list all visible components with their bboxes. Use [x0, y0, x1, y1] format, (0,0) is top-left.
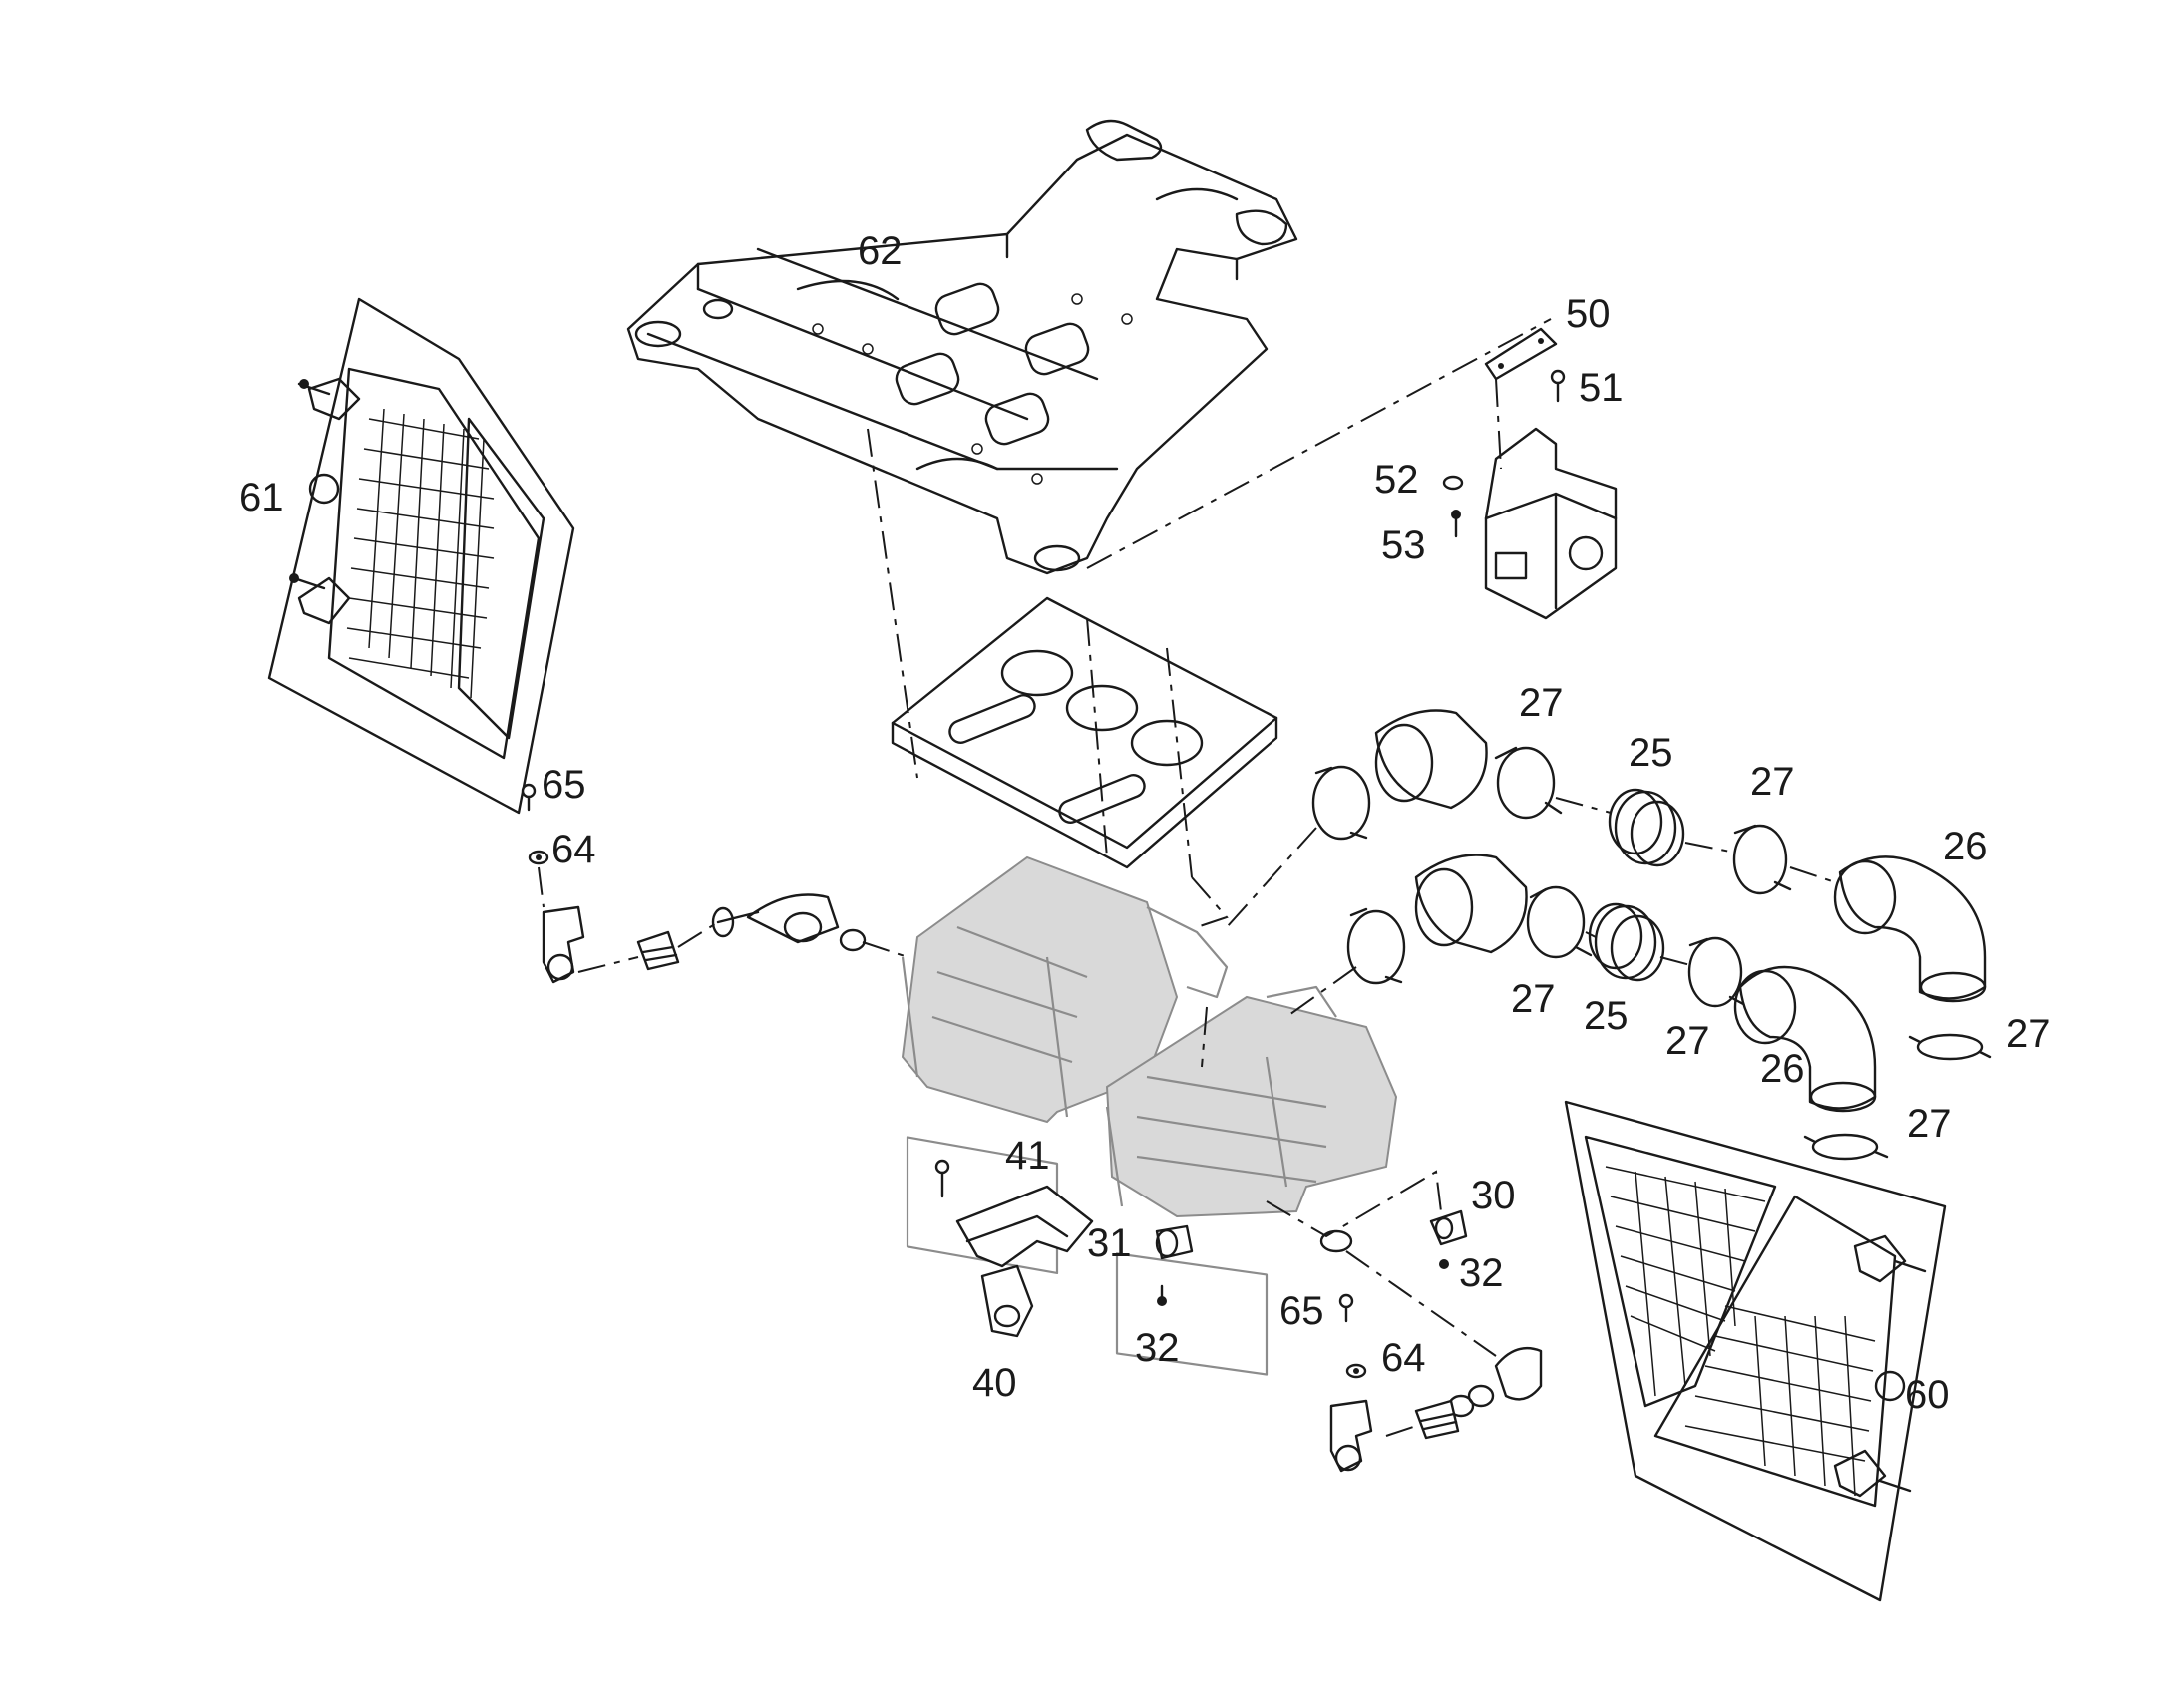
callout-26-a: 26 [1943, 825, 1988, 868]
part-53-bolt [1451, 510, 1461, 538]
callout-52: 52 [1374, 458, 1419, 502]
intake-elbow-lower [1414, 854, 1528, 954]
callout-50: 50 [1566, 292, 1611, 336]
clip-bracket-right [1329, 1399, 1373, 1473]
callout-41: 41 [1005, 1134, 1050, 1178]
air-filter-housing-right [1105, 985, 1398, 1376]
callout-32-left: 32 [1135, 1326, 1180, 1370]
callout-25-b: 25 [1584, 994, 1629, 1038]
part-64-washer-right [1345, 1363, 1367, 1379]
leader-frame-left [867, 428, 918, 779]
callout-27-d: 27 [1511, 977, 1556, 1021]
clamp-27-a [1494, 746, 1563, 820]
elbow-26-a [1833, 855, 1987, 1003]
leader-upper-chain [1555, 797, 1836, 883]
leader-upper-intake [1226, 827, 1317, 928]
leader-lower-chain [1585, 931, 1691, 966]
part-31-grommet [1155, 1224, 1194, 1260]
part-30-clip [1429, 1209, 1468, 1246]
leader-breather-right [1345, 1250, 1497, 1437]
part-40-mount-bracket [980, 1264, 1034, 1338]
part-41-shield-bracket [934, 1159, 1094, 1268]
clamp-27-c [1908, 1033, 1992, 1061]
part-60-right-grille-panel [1564, 1100, 1947, 1602]
honeycomb-left [346, 408, 495, 699]
leader-plate-right [1166, 647, 1193, 878]
callout-27-c: 27 [2006, 1012, 2051, 1056]
callout-40: 40 [972, 1361, 1017, 1405]
part-62-crossmember [626, 119, 1298, 575]
part-52-washer [1442, 475, 1464, 491]
callout-labels: 62 50 51 52 53 61 65 64 27 25 27 26 27 2… [239, 229, 2051, 1417]
leader-lower-intake [1285, 966, 1357, 1018]
clamp-27-inlet-lower [1346, 907, 1406, 985]
part-32-screw-right [1439, 1259, 1449, 1269]
callout-60: 60 [1905, 1373, 1950, 1417]
callout-32-right: 32 [1459, 1251, 1504, 1295]
callout-65-right: 65 [1279, 1289, 1324, 1333]
leader-bracket [1495, 378, 1502, 470]
leader-frame-to-box [1086, 318, 1552, 569]
coupling-25-a [1608, 788, 1685, 867]
callout-51: 51 [1579, 366, 1624, 410]
callout-30: 30 [1471, 1174, 1516, 1217]
callout-27-f: 27 [1907, 1102, 1952, 1146]
callout-62: 62 [858, 229, 903, 273]
part-65-bolt-left [521, 783, 537, 812]
callout-64-left: 64 [551, 828, 596, 871]
part-65-bolt-right [1338, 1293, 1354, 1323]
callout-27-e: 27 [1665, 1019, 1710, 1063]
elbow-26-b [1733, 965, 1877, 1113]
callout-27-a: 27 [1519, 681, 1564, 725]
callout-65-left: 65 [542, 763, 586, 807]
clamp-27-f [1803, 1133, 1889, 1161]
clamp-27-b [1732, 824, 1792, 895]
callout-53: 53 [1381, 523, 1426, 567]
breather-left [636, 893, 867, 971]
part-50-bracket [1484, 327, 1558, 381]
part-51-screw [1550, 369, 1566, 403]
clip-bracket-left [542, 905, 585, 984]
callout-31: 31 [1087, 1221, 1132, 1265]
leader-housing-mid [1201, 1006, 1208, 1068]
part-64-washer-left [528, 850, 549, 865]
leader-left-bracket [538, 866, 545, 908]
callout-26-b: 26 [1760, 1047, 1805, 1091]
callout-27-b: 27 [1750, 760, 1795, 804]
callout-61: 61 [239, 476, 284, 519]
leader-right-clip [1266, 1170, 1442, 1238]
coupling-25-b [1588, 902, 1665, 982]
air-filter-housing-left [901, 855, 1229, 1275]
clamp-27-inlet-upper [1311, 765, 1371, 841]
clamp-27-d [1526, 885, 1593, 959]
breather-right [1319, 1229, 1543, 1440]
leader-breather-left [577, 921, 908, 973]
intake-elbow-upper [1374, 709, 1488, 810]
leader-housing-top [1191, 876, 1229, 928]
honeycomb-right [1605, 1166, 1876, 1497]
part-61-left-grille-panel [267, 297, 575, 815]
mounting-plate [891, 596, 1278, 869]
part-32-screw-left [1157, 1284, 1167, 1306]
control-box [1484, 427, 1618, 620]
callout-64-right: 64 [1381, 1336, 1426, 1380]
callout-25-a: 25 [1629, 731, 1673, 775]
leader-plate-mid [1086, 617, 1108, 858]
